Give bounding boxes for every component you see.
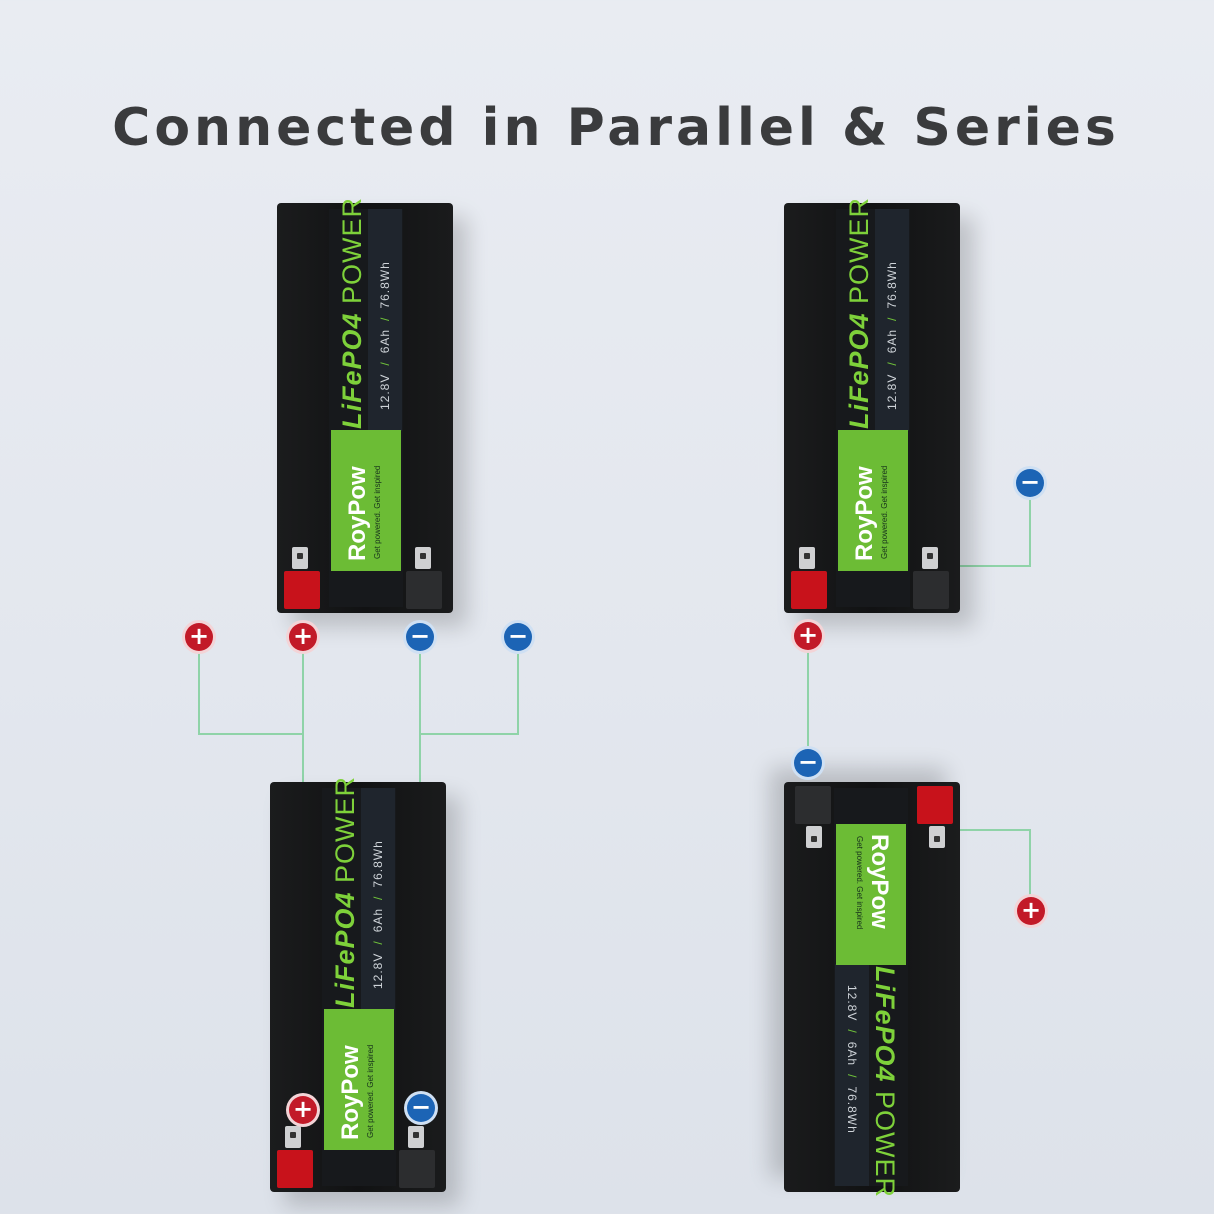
brand-tagline: Get powered. Get inspired bbox=[855, 836, 864, 930]
brand-logo: RoyPow bbox=[851, 466, 878, 561]
spec-stripe bbox=[361, 788, 395, 1010]
parallel-output-negative-icon: − bbox=[504, 623, 532, 651]
negative-terminal bbox=[806, 826, 822, 848]
brand-panel bbox=[331, 430, 401, 571]
parallel-negative-output-wire bbox=[420, 652, 519, 735]
brand-tagline: Get powered. Get inspired bbox=[373, 465, 382, 559]
negative-terminal bbox=[415, 547, 431, 569]
negative-terminal-cap bbox=[406, 571, 442, 609]
parallel-output-positive-icon: + bbox=[185, 623, 213, 651]
parallel-bottom-positive-icon: + bbox=[289, 1096, 317, 1124]
positive-terminal bbox=[799, 547, 815, 569]
battery-specs: 12.8V/6Ah/76.8Wh bbox=[885, 261, 899, 410]
chemistry-label: LiFePO4 POWER bbox=[844, 196, 874, 429]
negative-terminal-cap bbox=[913, 571, 949, 609]
spec-stripe bbox=[875, 209, 909, 431]
series-negative-output-wire bbox=[935, 498, 1031, 567]
battery-specs: 12.8V/6Ah/76.8Wh bbox=[845, 985, 859, 1134]
positive-terminal bbox=[292, 547, 308, 569]
page-title: Connected in Parallel & Series bbox=[112, 98, 1120, 158]
positive-terminal bbox=[929, 826, 945, 848]
series-positive-output-wire bbox=[935, 829, 1031, 896]
spec-stripe bbox=[368, 209, 402, 431]
parallel-positive-output-wire bbox=[198, 652, 303, 735]
negative-terminal-cap bbox=[795, 786, 831, 824]
positive-terminal-cap bbox=[277, 1150, 313, 1188]
negative-terminal bbox=[408, 1126, 424, 1148]
positive-terminal-cap bbox=[284, 571, 320, 609]
parallel-top-positive-icon: + bbox=[289, 623, 317, 651]
positive-terminal-cap bbox=[791, 571, 827, 609]
battery-parallel-bottom: LiFePO4 POWER 12.8V/6Ah/76.8Wh RoyPow Ge… bbox=[270, 776, 446, 1192]
chemistry-label: LiFePO4 POWER bbox=[337, 196, 367, 429]
battery-series-top: LiFePO4 POWER 12.8V/6Ah/76.8Wh RoyPow Ge… bbox=[784, 197, 960, 613]
series-output-positive-icon: + bbox=[1017, 897, 1045, 925]
brand-logo: RoyPow bbox=[344, 466, 371, 561]
battery-specs: 12.8V/6Ah/76.8Wh bbox=[371, 840, 385, 989]
battery-parallel-top: LiFePO4 POWER 12.8V/6Ah/76.8Wh RoyPow Ge… bbox=[277, 197, 453, 613]
brand-tagline: Get powered. Get inspired bbox=[880, 465, 889, 559]
brand-tagline: Get powered. Get inspired bbox=[366, 1044, 375, 1138]
positive-terminal-cap bbox=[917, 786, 953, 824]
battery-specs: 12.8V/6Ah/76.8Wh bbox=[378, 261, 392, 410]
positive-terminal bbox=[285, 1126, 301, 1148]
chemistry-label: LiFePO4 POWER bbox=[870, 966, 900, 1199]
brand-panel bbox=[324, 1009, 394, 1150]
brand-logo: RoyPow bbox=[866, 834, 893, 929]
battery-series-bottom: LiFePO4 POWER 12.8V/6Ah/76.8Wh RoyPow Ge… bbox=[784, 782, 960, 1198]
series-bottom-negative-icon: − bbox=[794, 749, 822, 777]
series-top-positive-icon: + bbox=[794, 622, 822, 650]
parallel-bottom-negative-icon: − bbox=[407, 1094, 435, 1122]
chemistry-label: LiFePO4 POWER bbox=[330, 775, 360, 1008]
brand-logo: RoyPow bbox=[337, 1045, 364, 1140]
series-output-negative-icon: − bbox=[1016, 469, 1044, 497]
brand-panel bbox=[838, 430, 908, 571]
negative-terminal bbox=[922, 547, 938, 569]
parallel-top-negative-icon: − bbox=[406, 623, 434, 651]
negative-terminal-cap bbox=[399, 1150, 435, 1188]
